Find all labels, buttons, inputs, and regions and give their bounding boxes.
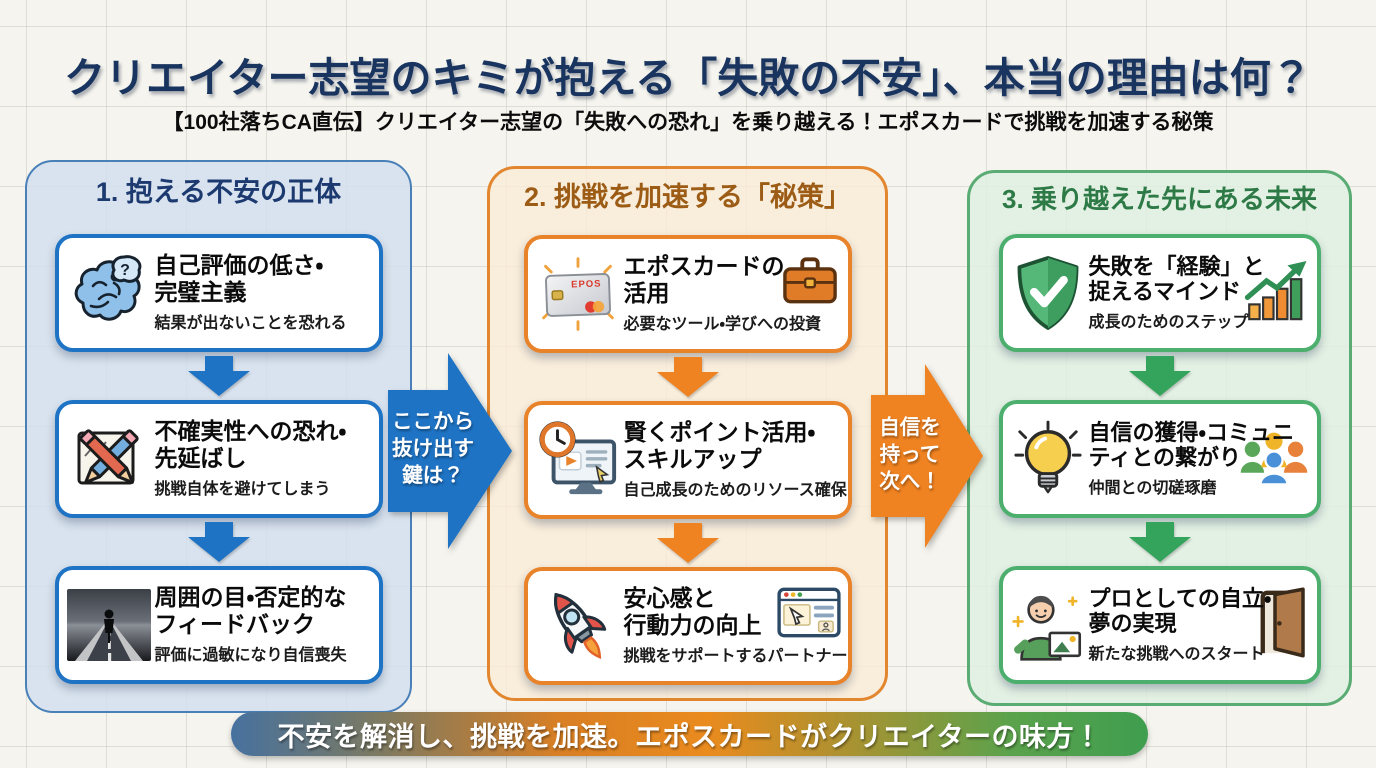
rocket-icon — [536, 582, 620, 670]
arrow-strategy-to-future — [871, 364, 983, 548]
card-subtitle: 新たな挑戦へのスタート — [1088, 645, 1265, 663]
briefcase-icon — [779, 252, 841, 313]
clock-monitor-icon — [536, 419, 620, 501]
card-subtitle: 挑戦自体を避けてしまう — [154, 480, 331, 498]
panel-strategy: 2. 挑戦を加速する「秘策」 — [487, 166, 888, 701]
open-door-icon — [1254, 587, 1310, 662]
down-arrow-icon — [1128, 355, 1191, 396]
card-title: 周囲の目・否定的な フィードバック — [154, 584, 347, 637]
card-subtitle: 結果が出ないことを恐れる — [154, 314, 347, 332]
card-title: 自信の獲得・コミュニ ティとの繋がり — [1088, 419, 1294, 470]
card-confidence-community: 自信の獲得・コミュニ ティとの繋がり 仲間との切磋琢磨 — [998, 399, 1321, 518]
card-professional-dream: プロとしての自立・ 夢の実現 新たな挑戦へのスタート — [998, 565, 1321, 684]
down-arrow-icon — [187, 355, 250, 396]
down-arrow-icon — [656, 356, 719, 397]
page-title: クリエイター志望のキミが抱える「失敗の不安」、本当の理由は何？ — [64, 55, 1312, 101]
footer-banner-label: 不安を解消し、挑戦を加速。エポスカードがクリエイターの味方！ — [277, 721, 1102, 752]
page-subtitle: 【100社落ちCA直伝】クリエイター志望の「失敗への恐れ」を乗り越える！エポスカ… — [162, 111, 1214, 134]
lightbulb-icon — [1011, 420, 1085, 498]
card-subtitle: 仲間との切磋琢磨 — [1088, 479, 1217, 497]
card-fear-of-uncertainty: 不確実性への恐れ・ 先延ばし 挑戦自体を避けてしまう — [54, 399, 383, 518]
footer-banner: 不安を解消し、挑戦を加速。エポスカードがクリエイターの味方！ — [231, 712, 1148, 756]
panel-anxiety-header: 1. 抱える不安の正体 — [95, 177, 342, 207]
card-low-self-esteem: ? 自己評価の低さ・ 完璧主義 結果が出ないことを恐れる — [54, 233, 383, 352]
panel-anxiety: 1. 抱える不安の正体 ? 自己評価の低さ・ 完璧主義 結果が出ないことを恐れる — [25, 160, 412, 713]
svg-text:EPOS: EPOS — [571, 278, 602, 290]
card-negative-feedback: 周囲の目・否定的な フィードバック 評価に過敏になり自信喪失 — [54, 565, 383, 684]
card-confidence-action: 安心感と 行動力の向上 挑戦をサポートするパートナー — [523, 566, 852, 685]
card-title: 失敗を「経験」と 捉えるマインド — [1088, 253, 1265, 304]
card-title: 不確実性への恐れ・ 先延ばし — [154, 418, 347, 471]
panel-future-header: 3. 乗り越えた先にある未来 — [1002, 184, 1317, 214]
card-subtitle: 評価に過敏になり自信喪失 — [154, 646, 347, 664]
card-subtitle: 自己成長のためのリソース確保 — [623, 481, 847, 499]
down-arrow-icon — [1128, 521, 1191, 562]
panel-future: 3. 乗り越えた先にある未来 失敗を「経験」と 捉えるマインド 成長のためのステ… — [967, 170, 1352, 706]
community-people-icon — [1238, 427, 1310, 490]
arrow-anxiety-to-strategy — [388, 353, 512, 549]
card-title: 自己評価の低さ・ 完璧主義 — [154, 252, 324, 305]
browser-window-icon — [776, 585, 841, 644]
svg-text:?: ? — [120, 262, 130, 279]
crossed-pencils-icon — [67, 420, 151, 498]
card-points-skill-up: 賢くポイント活用・ スキルアップ 自己成長のためのリソース確保 — [523, 400, 852, 519]
card-epos-card-use: EPOS エポスカードの 活用 必要なツール・学びへの投資 — [523, 234, 852, 353]
card-subtitle: 必要なツール・学びへの投資 — [623, 315, 821, 333]
epos-card-icon: EPOS — [536, 253, 620, 335]
card-title: プロとしての自立・ 夢の実現 — [1088, 585, 1272, 636]
arrow-anxiety-to-strategy-label: ここから 抜け出す 鍵は？ — [392, 410, 474, 488]
card-title: 賢くポイント活用・ スキルアップ — [623, 419, 816, 472]
card-subtitle: 成長のためのステップ — [1088, 313, 1249, 331]
down-arrow-icon — [656, 522, 719, 563]
card-subtitle: 挑戦をサポートするパートナー — [623, 647, 848, 665]
creator-person-icon — [1011, 586, 1085, 664]
card-title: 安心感と 行動力の向上 — [623, 585, 762, 638]
brain-question-icon: ? — [67, 253, 151, 333]
shield-check-icon — [1011, 254, 1085, 332]
arrow-strategy-to-future-label: 自信を 持って 次へ！ — [879, 416, 941, 494]
growth-chart-icon — [1244, 258, 1310, 327]
lonely-road-photo-icon — [66, 588, 151, 661]
panel-strategy-header: 2. 挑戦を加速する「秘策」 — [523, 182, 852, 212]
down-arrow-icon — [187, 521, 250, 562]
card-failure-as-experience: 失敗を「経験」と 捉えるマインド 成長のためのステップ — [998, 233, 1321, 352]
card-title: エポスカードの 活用 — [623, 253, 785, 306]
